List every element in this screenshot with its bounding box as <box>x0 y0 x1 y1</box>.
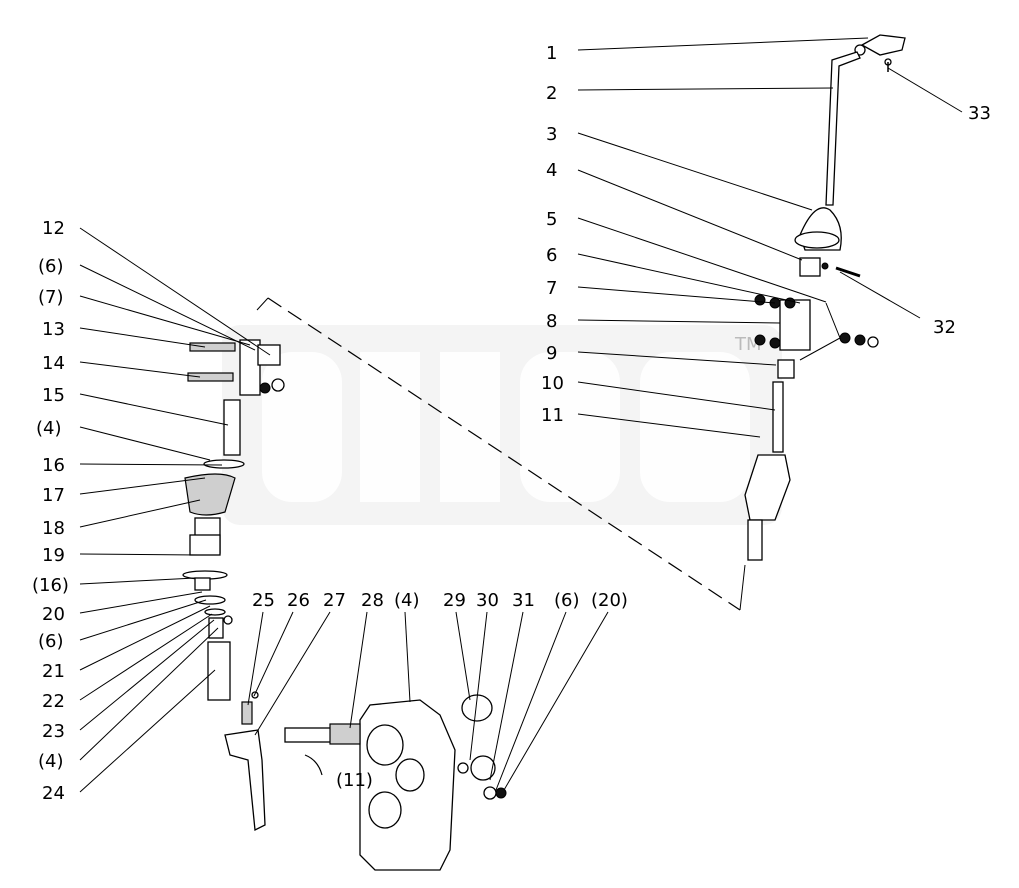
callout-19: 19 <box>42 545 65 566</box>
callout-33: 33 <box>968 103 991 124</box>
callout-23: 23 <box>42 721 65 742</box>
callout-22: 22 <box>42 691 65 712</box>
shaft-part <box>772 381 784 453</box>
callout-labels: 1 2 3 4 5 6 7 8 9 10 11 32 33 12 (6) (7)… <box>32 43 991 804</box>
spring-pin-part <box>835 266 861 278</box>
callout-2: 2 <box>546 83 557 104</box>
callout-8: 8 <box>546 311 557 332</box>
callout-6: 6 <box>546 245 557 266</box>
lever-rod-part <box>825 51 861 206</box>
callout-28: 28 <box>361 590 384 611</box>
callout-5: 5 <box>546 209 557 230</box>
watermark-logo: TM <box>222 325 782 525</box>
callout-30: 30 <box>476 590 499 611</box>
callout-13: 13 <box>42 319 65 340</box>
pin-25-part <box>241 701 253 725</box>
callout-11: 11 <box>541 405 564 426</box>
callout-6-ref-b: (6) <box>38 631 64 652</box>
bolt-13-part <box>189 342 236 352</box>
gear-lever-assembly <box>744 34 906 561</box>
callout-14: 14 <box>42 353 65 374</box>
callout-17: 17 <box>42 485 65 506</box>
callout-20: 20 <box>42 604 65 625</box>
sleeve-part <box>223 399 241 456</box>
selector-lever-part <box>224 729 266 832</box>
bellows-part <box>184 473 236 516</box>
callout-20-ref: (20) <box>591 590 628 611</box>
callout-3: 3 <box>546 124 557 145</box>
callout-24: 24 <box>42 783 65 804</box>
callout-25: 25 <box>252 590 275 611</box>
shaft-22-part <box>207 641 231 701</box>
housing-assembly <box>284 694 507 871</box>
callout-18: 18 <box>42 518 65 539</box>
callout-15: 15 <box>42 385 65 406</box>
callout-4: 4 <box>546 160 557 181</box>
callout-16-ref: (16) <box>32 575 69 596</box>
connection-dashed-line <box>267 297 741 611</box>
callout-12: 12 <box>42 218 65 239</box>
bolt-14-part <box>187 372 234 382</box>
callout-6-ref: (6) <box>38 256 64 277</box>
leader-lines <box>79 37 963 793</box>
housing-block-part <box>779 299 811 351</box>
callout-29: 29 <box>443 590 466 611</box>
left-linkage-assembly <box>182 339 285 832</box>
callout-6-ref-c: (6) <box>554 590 580 611</box>
plate-30-part <box>470 755 496 781</box>
callout-31: 31 <box>512 590 535 611</box>
callout-26: 26 <box>287 590 310 611</box>
callout-10: 10 <box>541 373 564 394</box>
universal-joint-part <box>744 454 791 521</box>
callout-11-ref: (11) <box>336 770 373 791</box>
callout-4-ref-b: (4) <box>38 751 64 772</box>
callout-7-ref: (7) <box>38 287 64 308</box>
callout-21: 21 <box>42 661 65 682</box>
callout-1: 1 <box>546 43 557 64</box>
clamp-block-part <box>239 339 261 396</box>
knob-part <box>860 34 906 56</box>
callout-27: 27 <box>323 590 346 611</box>
callout-16: 16 <box>42 455 65 476</box>
callout-32: 32 <box>933 317 956 338</box>
callout-9: 9 <box>546 343 557 364</box>
callout-7: 7 <box>546 278 557 299</box>
washer-16-part <box>203 459 245 469</box>
callout-4-ref-a: (4) <box>36 418 62 439</box>
callout-4-ref-c: (4) <box>394 590 420 611</box>
